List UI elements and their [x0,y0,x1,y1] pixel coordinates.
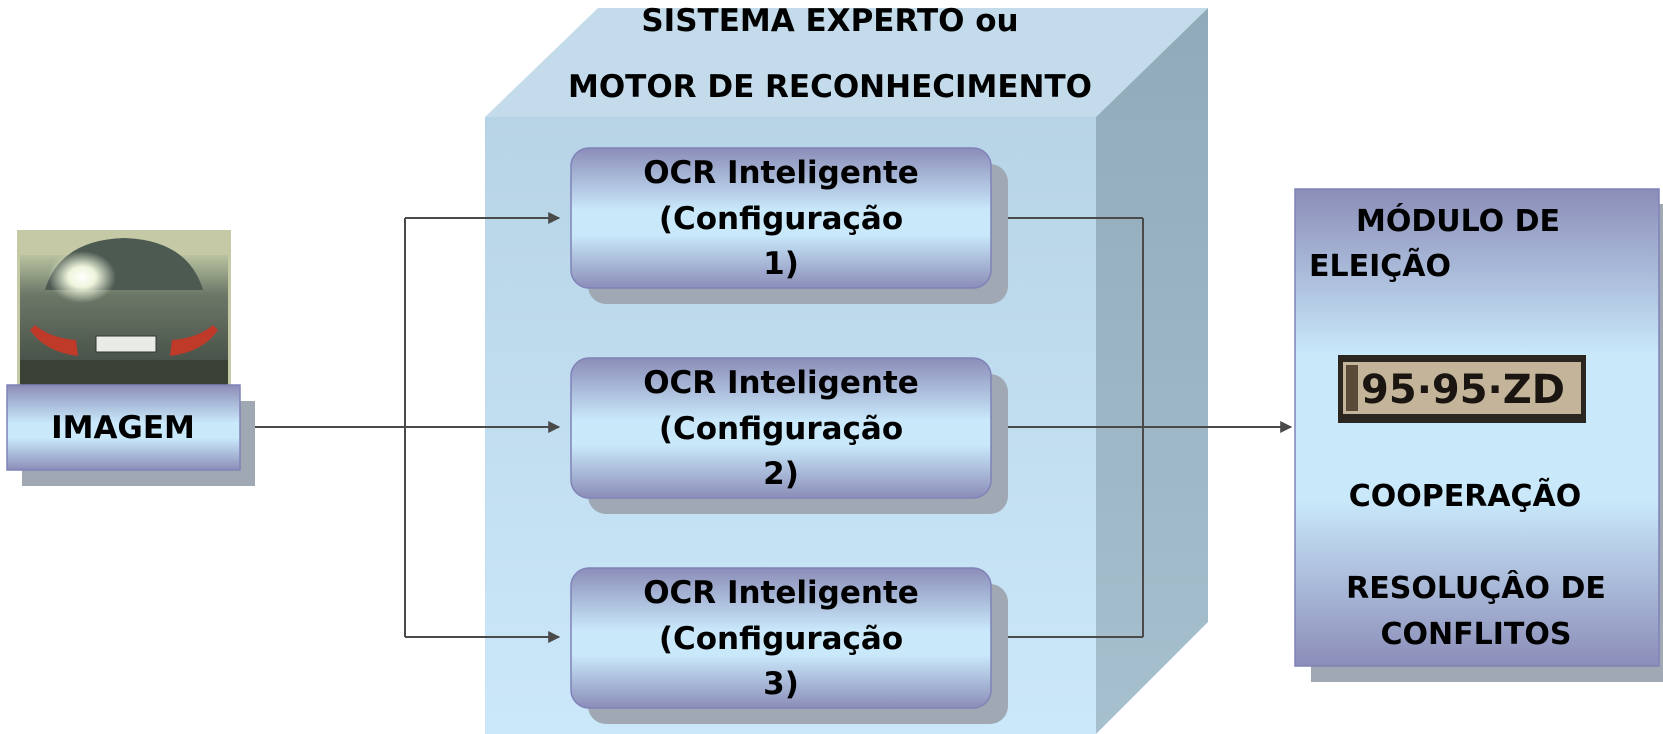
ocr-module-1-line2: (Configuração [659,201,903,237]
expert-system-title-line2: MOTOR DE RECONHECIMENTO [568,69,1092,105]
car-bumper [20,360,228,385]
resolution-label-line1: RESOLUÇÂO DE [1346,570,1606,606]
ocr-module-2-line3: 2) [763,456,799,492]
connectors [238,212,1293,643]
plate-country-strip [1346,365,1358,411]
ocr-module-3-line1: OCR Inteligente [643,575,919,611]
car-camera-flash [48,251,116,303]
cube-side-face [1096,8,1208,734]
image-box-rect [6,384,241,471]
ocr-module-2-line1: OCR Inteligente [643,365,919,401]
election-title-line2: ELEIÇÃO [1309,247,1451,284]
ocr-module-1-line1: OCR Inteligente [643,155,919,191]
ocr-module-2-line2: (Configuração [659,411,903,447]
plate-face [1343,362,1581,414]
car-right-taillight [170,325,218,356]
ocr-module-1-line3: 1) [763,246,799,282]
car-photo [17,230,231,385]
expert-system-title-line1: SISTEMA EXPERTO ou [641,3,1018,39]
ocr-module-3-box [570,567,992,709]
ocr-module-3-line2: (Configuração [659,621,903,657]
cube-top-face [485,8,1208,117]
image-box: IMAGEM [6,384,255,486]
image-box-label: IMAGEM [51,410,195,446]
ocr-module-2-box [570,357,992,499]
ocr-module-1-box [570,147,992,289]
election-title-line1: MÓDULO DE [1356,202,1560,239]
resolution-label-line2: CONFLITOS [1381,617,1572,652]
ocr-module-3: OCR Inteligente (Configuração 3) [570,567,1008,724]
cooperation-label: COOPERAÇÃO [1349,477,1582,514]
election-module-box [1294,188,1660,667]
ocr-module-1: OCR Inteligente (Configuração 1) [570,147,1008,304]
ocr-module-2: OCR Inteligente (Configuração 2) [570,357,1008,514]
car-left-taillight [30,325,78,356]
election-module: MÓDULO DE ELEIÇÃO 95·95·ZD COOPERAÇÃO RE… [1294,188,1663,682]
car-license-plate [95,335,157,353]
plate-text: 95·95·ZD [1361,367,1565,413]
ocr-module-3-line3: 3) [763,666,799,702]
license-plate-image: 95·95·ZD [1338,355,1586,423]
